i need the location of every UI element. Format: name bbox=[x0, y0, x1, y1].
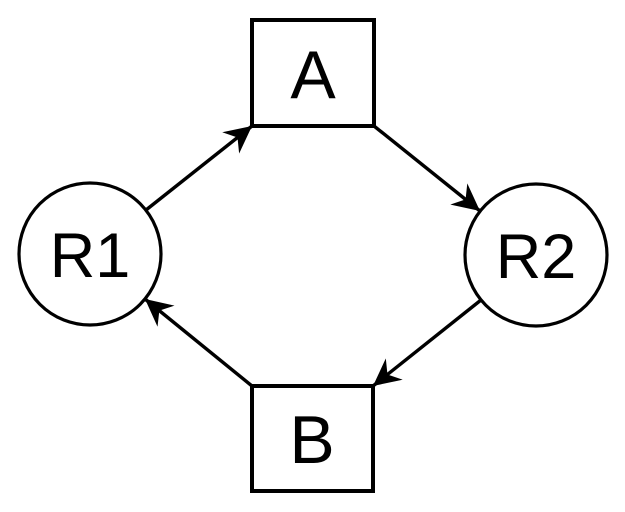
edge-r1-to-a bbox=[144, 124, 254, 212]
edge-a-to-r2 bbox=[372, 124, 482, 213]
node-b-label: B bbox=[289, 402, 334, 478]
edges bbox=[143, 124, 483, 388]
node-a-label: A bbox=[290, 37, 336, 113]
node-r1-circle bbox=[17, 181, 163, 327]
node-r2: R2 bbox=[463, 182, 609, 328]
node-a-square bbox=[250, 18, 376, 128]
edge-b-to-r1 bbox=[143, 297, 254, 388]
node-r2-label: R2 bbox=[496, 222, 577, 292]
edge-r2-to-b bbox=[371, 298, 483, 388]
node-r2-circle bbox=[463, 182, 609, 328]
node-r1: R1 bbox=[17, 181, 163, 327]
node-b: B bbox=[250, 384, 375, 493]
node-r1-label: R1 bbox=[50, 221, 131, 291]
node-a: A bbox=[250, 18, 376, 128]
node-b-square bbox=[250, 384, 375, 493]
